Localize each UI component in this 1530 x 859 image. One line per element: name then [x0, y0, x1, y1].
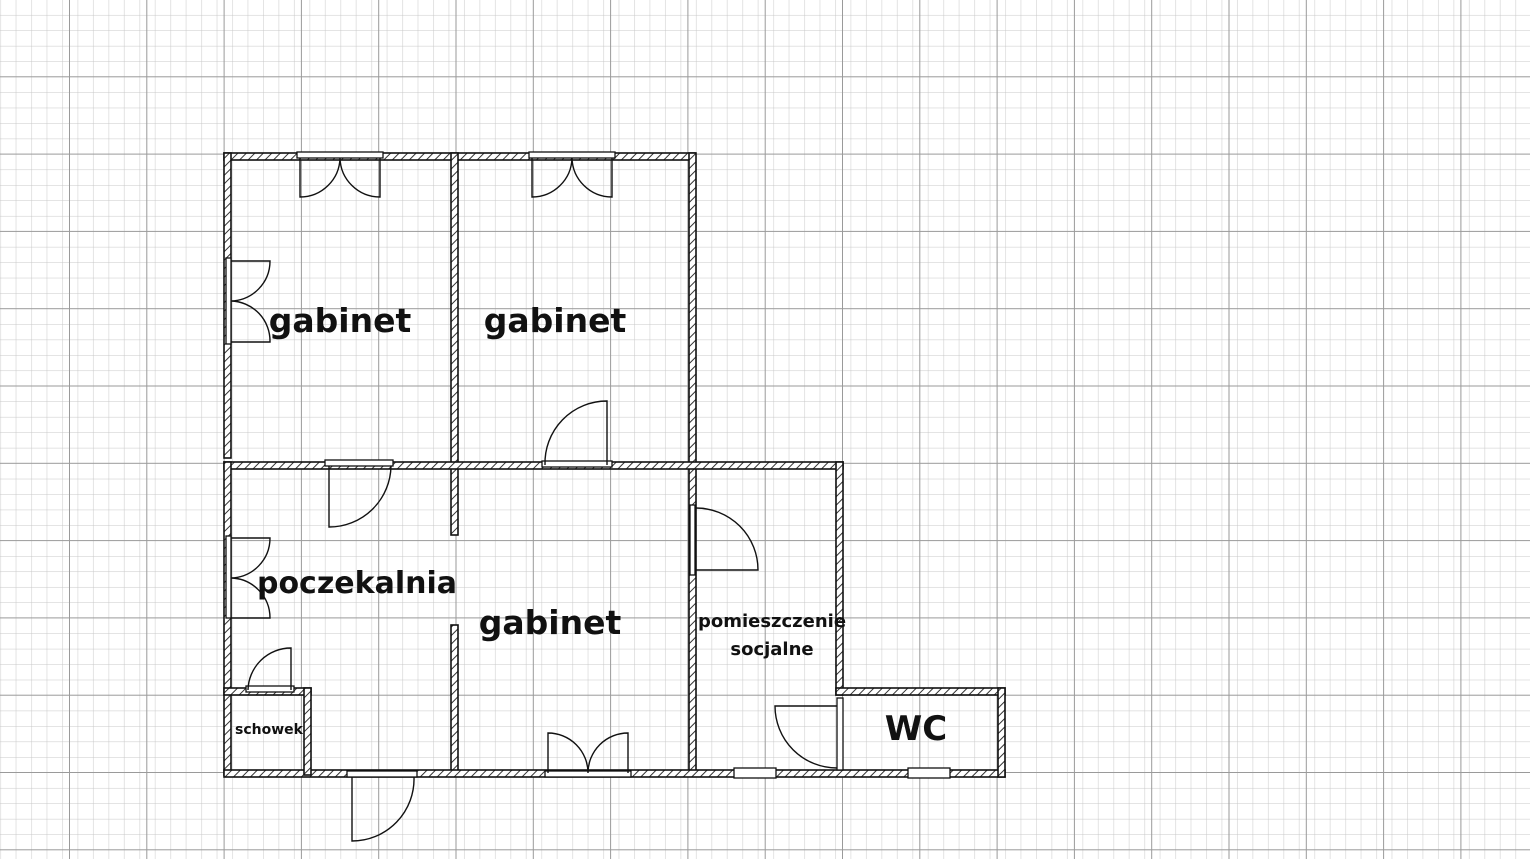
room-label-wc: WC	[885, 709, 947, 749]
room-label-gabinet: gabinet	[269, 301, 412, 340]
doors	[225, 151, 951, 842]
room-label-pomieszczenie: pomieszczenie	[698, 611, 846, 632]
room-label-gabinet: gabinet	[479, 603, 622, 642]
room-label-schowek: schowek	[235, 722, 304, 738]
room-label-poczekalnia: poczekalnia	[257, 566, 457, 601]
room-label-socjalne: socjalne	[730, 639, 813, 660]
room-labels: gabinet gabinet poczekalnia gabinet pomi…	[235, 301, 947, 749]
room-label-gabinet: gabinet	[484, 301, 627, 340]
